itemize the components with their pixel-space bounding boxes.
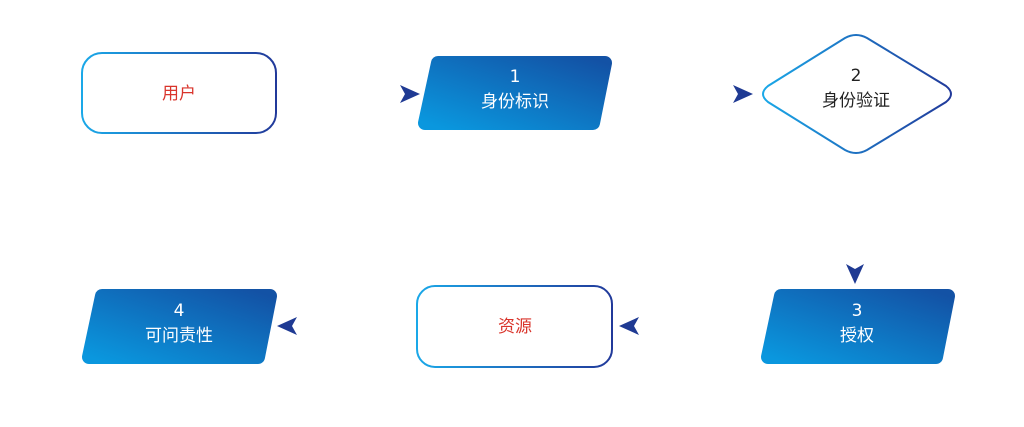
accountability-label: 可问责性 bbox=[145, 326, 213, 346]
user-label: 用户 bbox=[162, 84, 196, 104]
node-user: 用户 bbox=[81, 52, 277, 134]
authentication-number: 2 bbox=[851, 66, 862, 86]
identification-label: 身份标识 bbox=[481, 92, 549, 112]
arrow-authentication-to-authorization bbox=[846, 162, 864, 284]
arrow-resource-to-accountability bbox=[277, 317, 413, 335]
arrow-identification-to-authentication bbox=[614, 85, 753, 103]
node-authentication: 2 身份验证 bbox=[762, 34, 952, 154]
arrow-user-to-identification bbox=[283, 85, 420, 103]
authorization-number: 3 bbox=[852, 301, 863, 321]
identification-number: 1 bbox=[510, 67, 521, 87]
resource-label: 资源 bbox=[498, 317, 532, 337]
authorization-label: 授权 bbox=[840, 326, 874, 346]
node-accountability: 4 可问责性 bbox=[82, 289, 277, 364]
node-resource: 资源 bbox=[416, 285, 613, 368]
arrow-authorization-to-resource bbox=[619, 317, 757, 335]
authentication-label: 身份验证 bbox=[822, 91, 890, 111]
accountability-number: 4 bbox=[174, 301, 185, 321]
node-identification: 1 身份标识 bbox=[418, 56, 612, 130]
node-authorization: 3 授权 bbox=[761, 289, 955, 364]
